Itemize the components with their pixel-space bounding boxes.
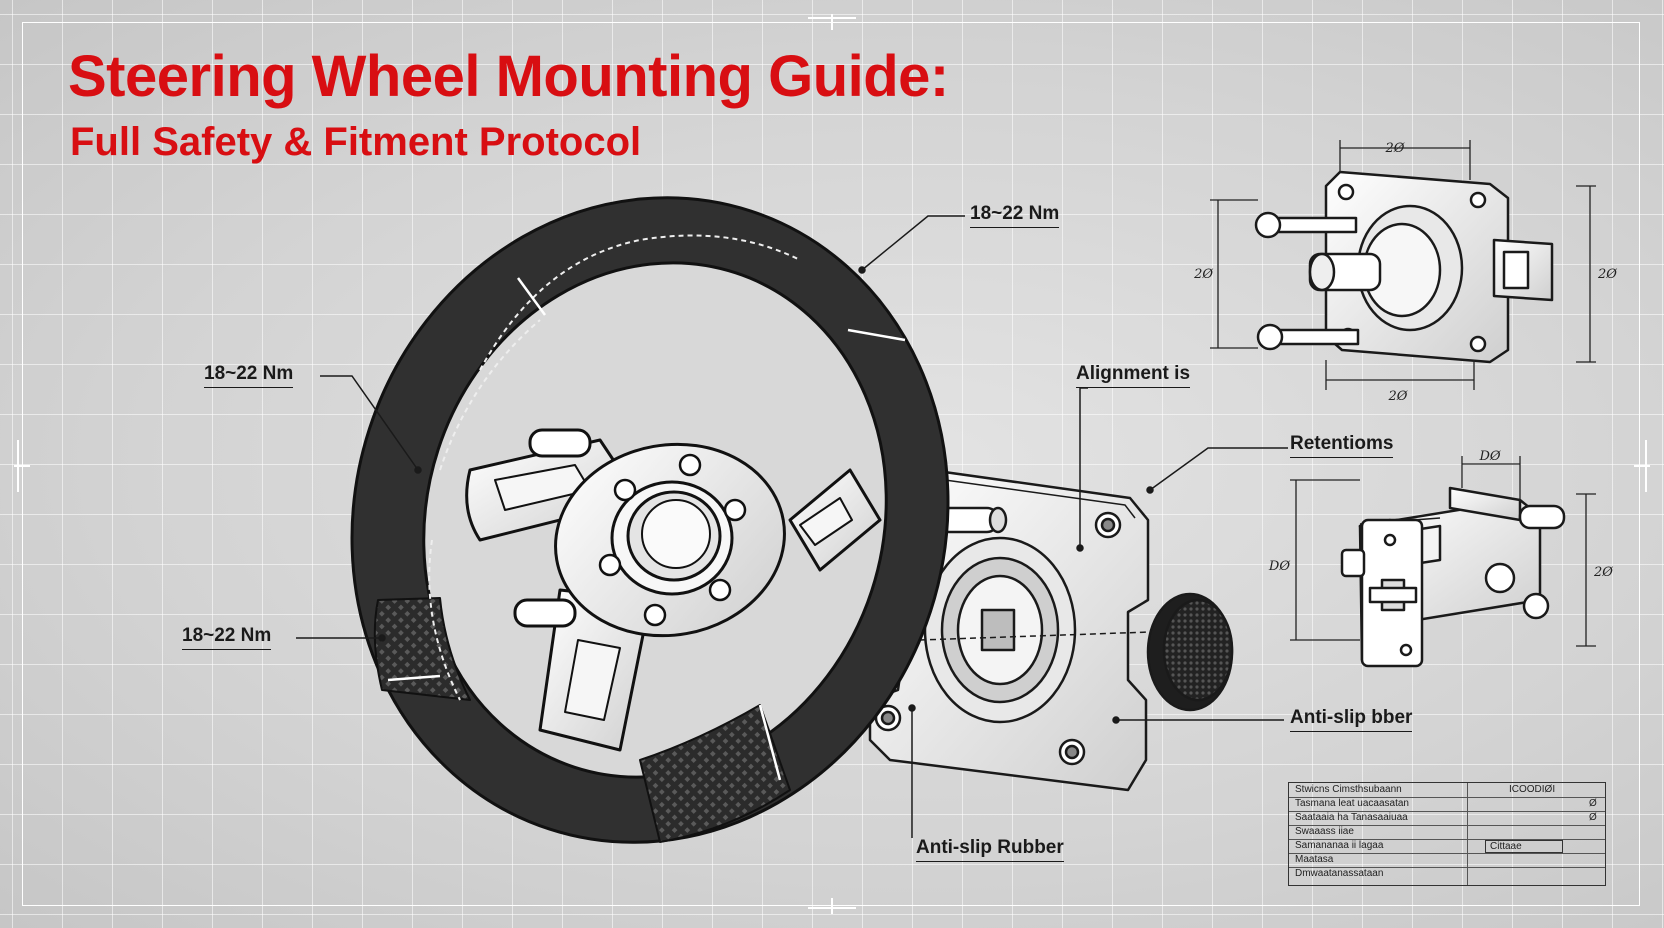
callout-torque-lower: 18~22 Nm: [182, 625, 272, 650]
title-block-cell: Stwicns Cimsthsubaann: [1295, 784, 1402, 795]
dim-bracket-left: DØ: [1268, 559, 1290, 574]
title-block-cell: Cittaae: [1485, 840, 1563, 853]
title-block-row: Stwicns Cimsthsubaann ICOODIØI: [1289, 783, 1605, 798]
bracket-dimension-lines: [1290, 456, 1596, 647]
center-axis-line: [919, 631, 1151, 641]
callout-anti-slip-bottom: Anti-slip Rubber: [916, 837, 1064, 862]
page-title: Steering Wheel Mounting Guide:: [68, 44, 949, 109]
dim-bracket-right: 2Ø: [1593, 565, 1613, 580]
callout-torque-top: 18~22 Nm: [970, 203, 1060, 228]
title-block-row: Samananaa ii lagaa Cittaae: [1289, 839, 1605, 854]
page-subtitle: Full Safety & Fitment Protocol: [70, 120, 642, 164]
dim-plate-bottom: 2Ø: [1388, 389, 1408, 404]
dim-plate-right: 2Ø: [1597, 267, 1617, 282]
dim-plate-left: 2Ø: [1193, 267, 1213, 282]
title-block-cell: Maatasa: [1295, 854, 1334, 865]
title-block-cell: Saataaia ha Tanasaaiuaa: [1295, 812, 1408, 823]
title-block-cell: Ø: [1589, 812, 1597, 823]
callout-alignment: Alignment is: [1076, 363, 1191, 388]
title-block-cell: Swaaass iiae: [1295, 826, 1354, 837]
callout-torque-left: 18~22 Nm: [204, 363, 294, 388]
title-block-row: Maatasa: [1289, 853, 1605, 868]
top-right-adapter-detail: [1254, 170, 1554, 364]
title-block-cell: Samananaa ii lagaa: [1295, 840, 1384, 851]
title-block: Stwicns Cimsthsubaann ICOODIØI Tasmana l…: [1288, 782, 1606, 886]
retention-bracket-detail: [1340, 486, 1566, 668]
dim-bracket-top: DØ: [1478, 449, 1500, 464]
title-block-cell: ICOODIØI: [1509, 784, 1556, 795]
title-block-cell: Dmwaatanassataan: [1295, 868, 1384, 879]
title-block-row: Tasmana leat uacaasatan Ø: [1289, 797, 1605, 812]
top-right-dimension-lines: [1210, 140, 1596, 390]
dim-plate-top: 2Ø: [1385, 141, 1405, 156]
callout-anti-slip-right: Anti-slip bber: [1290, 707, 1413, 732]
title-block-row: Dmwaatanassataan: [1289, 867, 1605, 881]
title-block-cell: Tasmana leat uacaasatan: [1295, 798, 1409, 809]
title-block-cell: Ø: [1589, 798, 1597, 809]
callout-retentions: Retentioms: [1290, 433, 1394, 458]
title-block-row: Swaaass iiae: [1289, 825, 1605, 840]
steering-wheel: [350, 196, 950, 844]
title-block-row: Saataaia ha Tanasaaiuaa Ø: [1289, 811, 1605, 826]
title-block-divider: [1467, 783, 1468, 885]
frame-ticks: [14, 14, 1650, 914]
leader-lines: [296, 215, 1288, 838]
